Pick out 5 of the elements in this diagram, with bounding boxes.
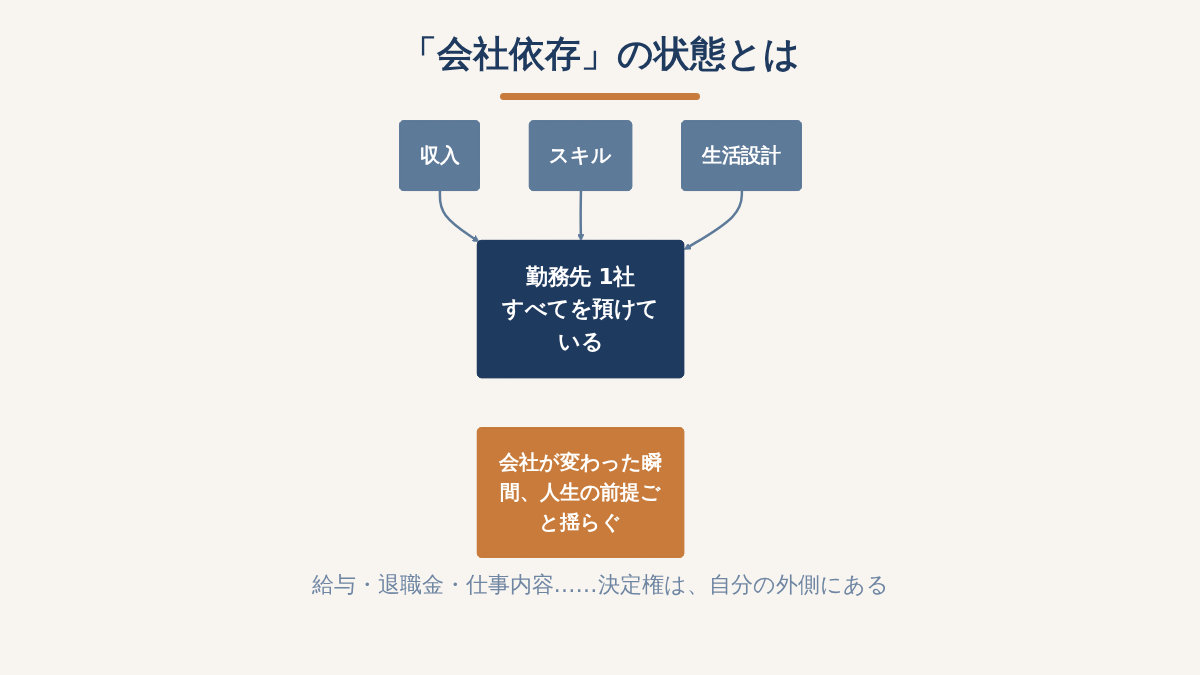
note-text: 給与・退職金・仕事内容……決定権は、自分の外側にある	[311, 571, 889, 599]
arrow	[438, 190, 479, 243]
arrow	[683, 190, 743, 250]
arrow	[576, 190, 584, 242]
title: 「会社依存」の状態とは	[400, 32, 800, 76]
